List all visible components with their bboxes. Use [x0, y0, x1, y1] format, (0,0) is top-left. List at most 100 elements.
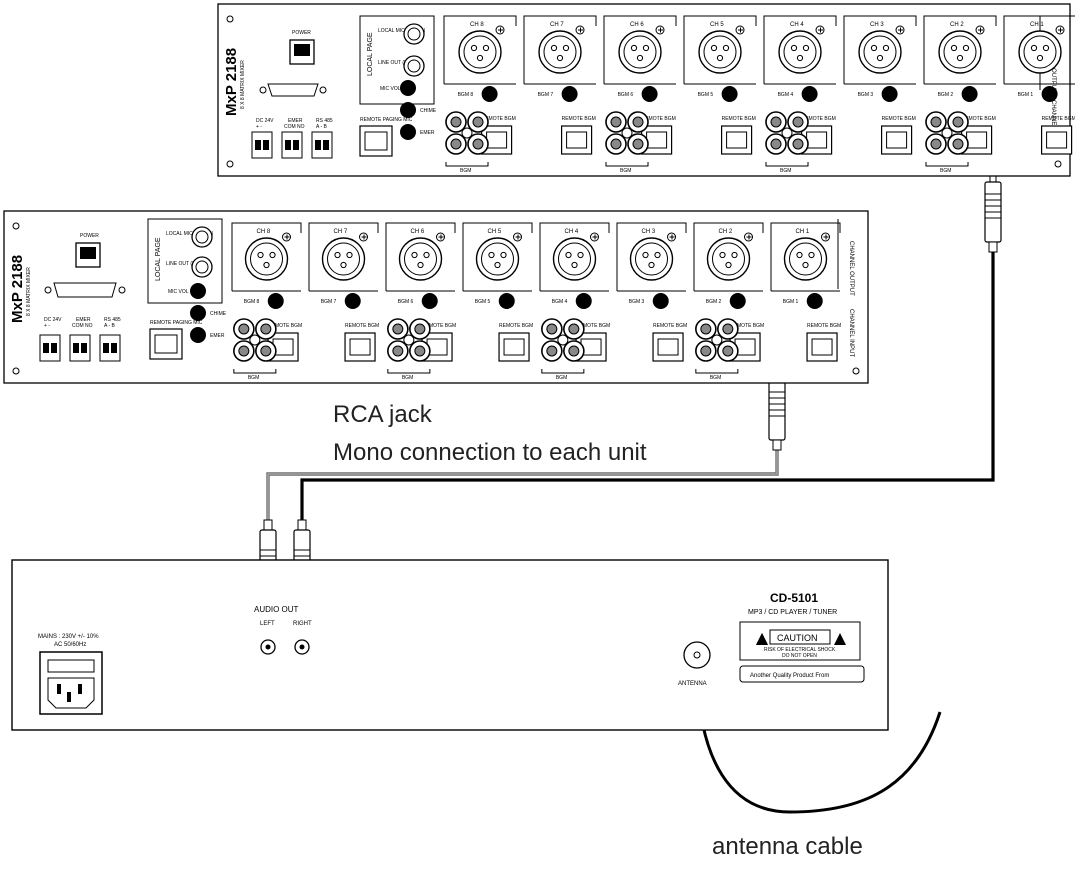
xlr-output-connector[interactable]: [1018, 30, 1062, 74]
local-mic-jack[interactable]: [403, 23, 425, 45]
antenna-jack[interactable]: [683, 641, 711, 669]
bgm-level-knob[interactable]: [721, 86, 738, 102]
rack-screw: [852, 367, 860, 375]
power-switch[interactable]: [75, 242, 101, 268]
emer-pins: COM NO: [72, 323, 93, 329]
antenna-label: ANTENNA: [678, 681, 707, 687]
bgm-level-knob[interactable]: [267, 293, 284, 309]
xlr-output-connector[interactable]: [629, 237, 674, 281]
line-out-label: LINE OUT (UNBAL): [378, 60, 423, 66]
bgm-level-knob[interactable]: [344, 293, 361, 309]
bgm-level-knob[interactable]: [575, 293, 592, 309]
ground-screw-icon: [461, 127, 473, 139]
line-out-jack[interactable]: [403, 55, 425, 77]
xlr-output-connector[interactable]: [618, 30, 662, 74]
bgm-level-knob[interactable]: [652, 293, 669, 309]
terminal-rs485[interactable]: [99, 334, 121, 362]
rj45-remote-paging[interactable]: [359, 125, 393, 157]
emer-label: EMER: [420, 130, 435, 136]
xlr-output-connector[interactable]: [552, 237, 597, 281]
audio-out-left-label: LEFT: [260, 621, 275, 627]
xlr-output-connector[interactable]: [398, 237, 443, 281]
line-out-jack[interactable]: [191, 256, 213, 278]
iec-power-socket[interactable]: [39, 651, 103, 715]
screw-icon: [735, 25, 745, 35]
bgm-level-knob[interactable]: [801, 86, 818, 102]
bgm-level-knob[interactable]: [498, 293, 515, 309]
bgm-level-knob[interactable]: [561, 86, 578, 102]
chime-knob[interactable]: [190, 305, 206, 321]
xlr-output-connector[interactable]: [706, 237, 751, 281]
remote-bgm-label: REMOTE BGM: [882, 116, 916, 122]
rj45-remote-paging[interactable]: [149, 328, 183, 360]
bgm-level-knob[interactable]: [961, 86, 978, 102]
terminal-emer[interactable]: [281, 131, 303, 159]
bgm-level-knob[interactable]: [806, 293, 823, 309]
chime-label: CHIME: [210, 311, 227, 317]
remote-bgm-label: REMOTE BGM: [482, 116, 516, 122]
xlr-output-connector[interactable]: [698, 30, 742, 74]
mic-vol-knob[interactable]: [190, 283, 206, 299]
black-rca-cable-top-unit: [300, 250, 995, 522]
xlr-output-connector[interactable]: [538, 30, 582, 74]
dc-label: DC 24V: [256, 118, 274, 124]
rack-screw: [12, 367, 20, 375]
mixer-unit-lower: MxP 2188 8 X 8 MATRIX MIXER POWER DC 24V…: [3, 210, 869, 384]
dc-pins: + -: [256, 124, 262, 130]
terminal-dc[interactable]: [251, 131, 273, 159]
local-mic-jack[interactable]: [191, 226, 213, 248]
mixer-subtitle: 8 X 8 MATRIX MIXER: [240, 60, 246, 109]
bgm-level-knob[interactable]: [641, 86, 658, 102]
remote-bgm-label: REMOTE BGM: [653, 323, 687, 329]
quality-label: Another Quality Product From: [750, 673, 829, 679]
remote-bgm-label: REMOTE BGM: [722, 116, 756, 122]
bgm-rca-input-block: BGM: [605, 111, 649, 174]
bgm-level-knob[interactable]: [421, 293, 438, 309]
xlr-output-connector[interactable]: [858, 30, 902, 74]
xlr-output-connector[interactable]: [244, 237, 289, 281]
chime-knob[interactable]: [400, 102, 416, 118]
bgm-level-knob[interactable]: [481, 86, 498, 102]
mic-vol-knob[interactable]: [400, 80, 416, 96]
power-switch[interactable]: [289, 39, 315, 65]
xlr-output-connector[interactable]: [938, 30, 982, 74]
bgm-rca-input-block: BGM: [445, 111, 489, 174]
emer-knob[interactable]: [400, 124, 416, 140]
channel-input-label: CHANNEL INPUT: [1050, 100, 1056, 148]
xlr-output-connector[interactable]: [321, 237, 366, 281]
xlr-output-connector[interactable]: [778, 30, 822, 74]
ground-screw-icon: [781, 127, 793, 139]
xlr-output-connector[interactable]: [783, 237, 828, 281]
audio-out-left-jack[interactable]: [260, 639, 276, 655]
screw-icon: [359, 232, 368, 242]
emer-knob[interactable]: [190, 327, 206, 343]
channel-label: CH 1: [796, 229, 810, 235]
rca-plug-top-unit: [984, 169, 1002, 253]
rs485-label: RS 485: [316, 118, 333, 124]
audio-out-right-jack[interactable]: [294, 639, 310, 655]
screw-icon: [513, 232, 522, 242]
bgm-knob-label: BGM 7: [321, 299, 337, 305]
bgm-level-knob[interactable]: [1041, 86, 1058, 102]
bgm-label: BGM: [248, 375, 259, 381]
bgm-level-knob[interactable]: [881, 86, 898, 102]
ground-screw-icon: [621, 127, 633, 139]
local-page-label: LOCAL PAGE: [367, 32, 374, 76]
xlr-output-connector[interactable]: [475, 237, 520, 281]
terminal-emer[interactable]: [69, 334, 91, 362]
bgm-level-knob[interactable]: [729, 293, 746, 309]
xlr-output-connector[interactable]: [458, 30, 502, 74]
terminal-dc[interactable]: [39, 334, 61, 362]
terminal-rs485[interactable]: [311, 131, 333, 159]
bgm-knob-label: BGM 1: [783, 299, 799, 305]
bgm-label: BGM: [402, 375, 413, 381]
mono-connection-label: Mono connection to each unit: [333, 439, 647, 466]
remote-bgm-label: REMOTE BGM: [802, 116, 836, 122]
